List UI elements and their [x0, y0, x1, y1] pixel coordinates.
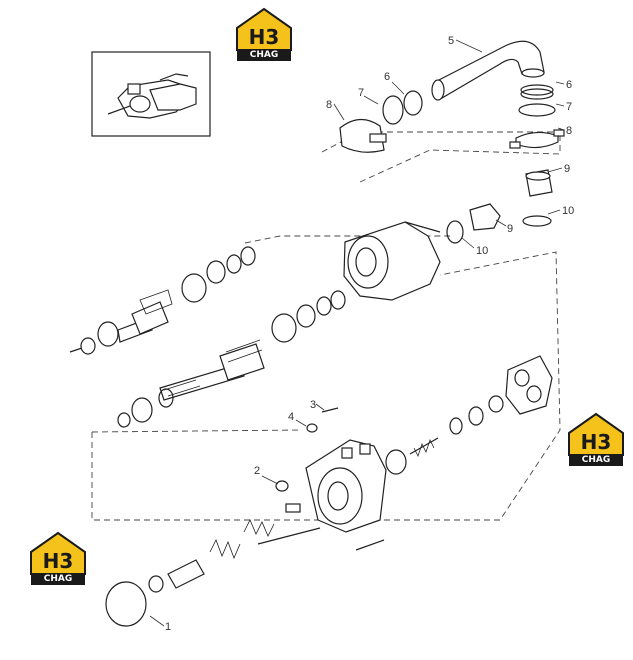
callout-1: 1 [165, 621, 171, 633]
logo-brand: CHAG [249, 50, 279, 60]
house-logo-icon: H3 [568, 412, 624, 466]
callout-4: 4 [288, 411, 294, 423]
callout-2: 2 [254, 465, 260, 477]
house-logo-icon: H3 [30, 531, 86, 585]
brand-logo-top: H3 CHAG [233, 6, 295, 62]
callout-8-right: 8 [566, 125, 572, 137]
dashed-guide-lines [91, 128, 561, 521]
springs-and-plunger [105, 519, 275, 627]
logo-mark: H3 [249, 25, 280, 49]
callout-8-left: 8 [326, 99, 332, 111]
logo-mark: H3 [43, 549, 74, 573]
callout-10-left: 10 [476, 245, 488, 257]
upper-shaft-row [69, 246, 256, 355]
logo-brand: CHAG [43, 574, 73, 584]
house-logo-icon: H3 [236, 7, 292, 61]
right-stack-parts [509, 84, 565, 227]
callout-labels: 1 2 3 4 5 6 6 7 7 8 8 9 9 10 10 [165, 35, 574, 633]
callout-3: 3 [310, 399, 316, 411]
cover-plate-right [449, 355, 553, 435]
logo-brand: CHAG [581, 455, 611, 465]
assembled-pump-thumbnail [107, 73, 197, 119]
left-clamp-parts [339, 90, 423, 153]
logo-mark: H3 [581, 430, 612, 454]
callout-6-left: 6 [384, 71, 390, 83]
brand-logo-bottom-left: H3 CHAG [27, 530, 89, 586]
part-5-pipe [431, 40, 545, 101]
fasteners [257, 407, 385, 551]
pump-housing-lower [305, 437, 439, 533]
callout-6-right: 6 [566, 79, 572, 91]
brand-logo-right: H3 CHAG [565, 411, 627, 467]
pump-housing-upper [343, 203, 501, 301]
callout-9-left: 9 [507, 223, 513, 235]
callout-leaders [149, 39, 565, 627]
callout-9-right: 9 [564, 163, 570, 175]
callout-5: 5 [448, 35, 454, 47]
lower-shaft-row [117, 290, 346, 428]
callout-7-right: 7 [566, 101, 572, 113]
callout-7-left: 7 [358, 87, 364, 99]
callout-10-right: 10 [562, 205, 574, 217]
assembly-inset [91, 51, 211, 137]
